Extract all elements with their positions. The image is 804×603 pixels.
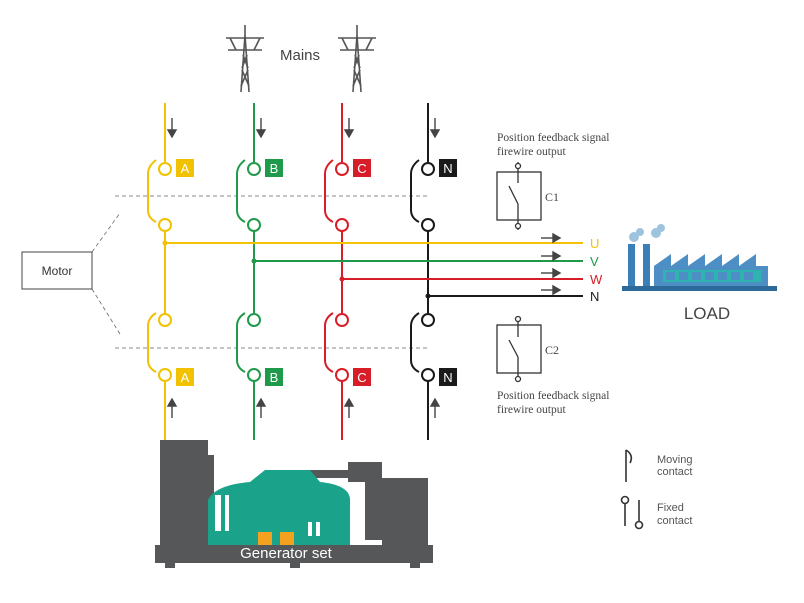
badge-n-upper: N [439, 159, 457, 177]
badge-c-lower: C [353, 368, 371, 386]
phase-b-lower-moving-contact [236, 312, 246, 373]
badge-a-lower: A [176, 368, 194, 386]
phase-c-lower-top-fixed-contact [335, 313, 349, 327]
legend-fixed-line1: Fixed [657, 502, 684, 514]
mains-label: Mains [280, 47, 320, 64]
phase-c-lower-bottom-fixed-contact [335, 368, 349, 382]
phase-n-upper-moving-contact [410, 159, 420, 223]
output-bus [165, 242, 583, 297]
c2-switch [496, 315, 542, 383]
svg-text:A: A [181, 161, 190, 176]
phase-a-lower-bottom-fixed-contact [158, 368, 172, 382]
motor-link-lines [91, 195, 430, 349]
phase-b-upper-bottom-fixed-contact [247, 218, 261, 232]
phase-n-upper-bottom-fixed-contact [421, 218, 435, 232]
phase-c-upper-top-fixed-contact [335, 162, 349, 176]
c2-label: C2 [545, 343, 559, 357]
phase-c-upper-bottom-fixed-contact [335, 218, 349, 232]
generator-flow-arrows [166, 397, 441, 418]
load-flow-arrows [541, 232, 562, 296]
feedback-top-line2: firewire output [497, 146, 566, 158]
svg-text:N: N [443, 161, 452, 176]
moving-contact-legend-icon [625, 449, 633, 482]
phase-a-upper-moving-contact [147, 159, 157, 223]
phase-n-upper-top-fixed-contact [421, 162, 435, 176]
legend-moving-line1: Moving [657, 454, 692, 466]
c1-label: C1 [545, 190, 559, 204]
badge-b-upper: B [265, 159, 283, 177]
phase-n-lower-bottom-fixed-contact [421, 368, 435, 382]
tower-right-icon [338, 25, 376, 93]
svg-text:B: B [270, 370, 279, 385]
badge-c-upper: C [353, 159, 371, 177]
bus-label-n: N [590, 289, 599, 304]
c1-switch [496, 162, 542, 230]
tower-left-icon [226, 25, 264, 93]
phase-b-lower-bottom-fixed-contact [247, 368, 261, 382]
badge-n-lower: N [439, 368, 457, 386]
phase-n-lower-moving-contact [410, 312, 420, 373]
phase-a-upper-top-fixed-contact [158, 162, 172, 176]
fixed-contact-legend-icon [620, 495, 644, 530]
phase-c-lower-moving-contact [324, 312, 334, 373]
phase-a-circuit [147, 103, 172, 440]
svg-text:A: A [181, 370, 190, 385]
phase-b-lower-top-fixed-contact [247, 313, 261, 327]
generator-label: Generator set [240, 545, 333, 562]
phase-a-lower-top-fixed-contact [158, 313, 172, 327]
badge-b-lower: B [265, 368, 283, 386]
svg-text:B: B [270, 161, 279, 176]
phase-n-lower-top-fixed-contact [421, 313, 435, 327]
phase-a-upper-bottom-fixed-contact [158, 218, 172, 232]
phase-a-lower-moving-contact [147, 312, 157, 373]
legend-fixed-line2: contact [657, 515, 692, 527]
phase-c-upper-moving-contact [324, 159, 334, 223]
phase-c-circuit [324, 103, 349, 440]
feedback-bottom-line1: Position feedback signal [497, 390, 609, 402]
generator-set-icon [155, 440, 433, 568]
svg-text:C: C [357, 161, 366, 176]
svg-text:C: C [357, 370, 366, 385]
badge-a-upper: A [176, 159, 194, 177]
feedback-bottom-line2: firewire output [497, 404, 566, 416]
motor-label: Motor [42, 264, 73, 278]
phase-b-upper-moving-contact [236, 159, 246, 223]
phase-b-upper-top-fixed-contact [247, 162, 261, 176]
svg-text:N: N [443, 370, 452, 385]
bus-junctions [162, 240, 431, 299]
load-label: LOAD [684, 304, 730, 323]
motor-box [21, 251, 93, 290]
bus-label-u: U [590, 236, 599, 251]
phase-n-circuit [410, 103, 435, 440]
legend-moving-line2: contact [657, 466, 692, 478]
phase-b-circuit [236, 103, 261, 440]
bus-label-w: W [590, 272, 603, 287]
factory-icon [622, 224, 777, 291]
feedback-top-line1: Position feedback signal [497, 132, 609, 144]
bus-label-v: V [590, 254, 599, 269]
mains-flow-arrows [166, 118, 441, 139]
